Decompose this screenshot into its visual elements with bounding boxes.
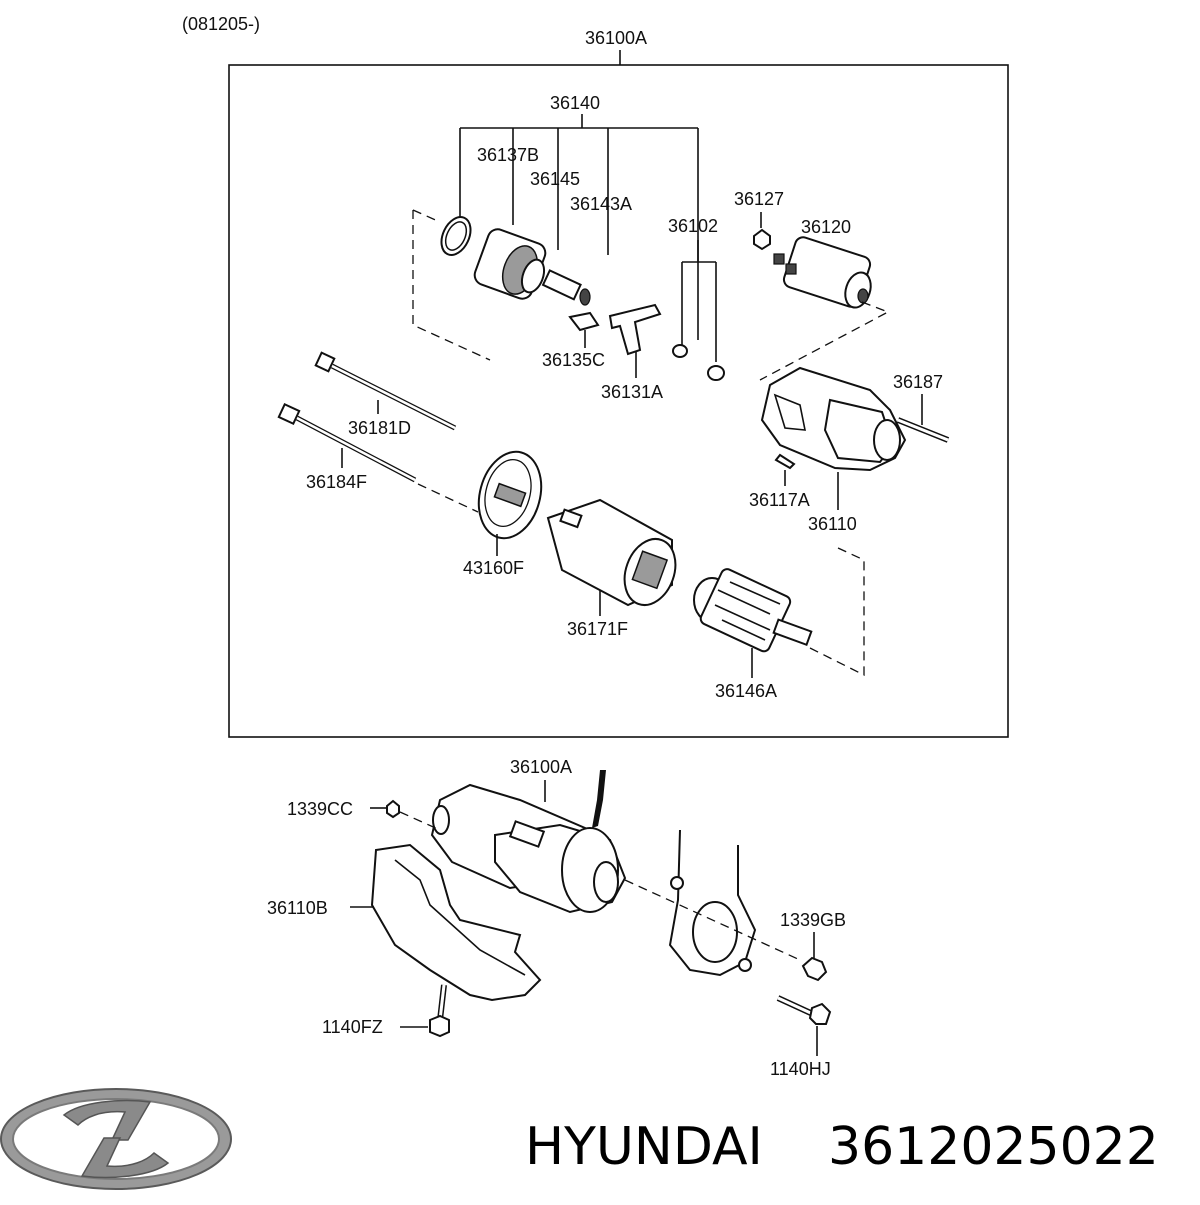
bolt-1140FZ-part bbox=[429, 984, 450, 1038]
callout-36110B: 36110B bbox=[267, 898, 328, 918]
arrow-mark bbox=[592, 770, 606, 828]
callout-1140FZ: 1140FZ bbox=[322, 1017, 383, 1037]
solenoid-part bbox=[773, 236, 872, 309]
o-ring bbox=[440, 216, 472, 256]
part-number: 3612025022 bbox=[828, 1117, 1159, 1177]
callout-1140HJ: 1140HJ bbox=[770, 1059, 831, 1079]
callout-36171F: 36171F bbox=[567, 619, 628, 639]
callout-36117A: 36117A bbox=[749, 490, 810, 510]
callout-36146A: 36146A bbox=[715, 681, 777, 701]
callout-1339GB: 1339GB bbox=[780, 910, 846, 930]
callout-36100A-top: 36100A bbox=[585, 28, 647, 48]
plug-part bbox=[672, 344, 688, 358]
callout-36135C: 36135C bbox=[542, 350, 605, 370]
callout-36127: 36127 bbox=[734, 189, 784, 209]
callout-36102: 36102 bbox=[668, 216, 718, 236]
stop-ring-part bbox=[568, 311, 600, 332]
nut-1339GB-part bbox=[801, 956, 828, 982]
callout-36110: 36110 bbox=[808, 514, 857, 534]
callout-43160F: 43160F bbox=[463, 558, 524, 578]
callout-36181D: 36181D bbox=[348, 418, 411, 438]
nut-part bbox=[753, 228, 771, 251]
armature-part bbox=[693, 568, 813, 653]
rear-cover-part bbox=[477, 450, 543, 540]
hyundai-logo-icon bbox=[0, 1088, 232, 1190]
nut-1339CC-part bbox=[386, 799, 400, 819]
callout-36100A-lower: 36100A bbox=[510, 757, 572, 777]
bolt-1140HJ-part bbox=[776, 995, 832, 1025]
through-bolt-36181D-part bbox=[314, 351, 457, 431]
starter-assembly-part bbox=[430, 783, 627, 914]
screw-36117A-part bbox=[774, 453, 796, 470]
callout-36137B: 36137B bbox=[477, 145, 539, 165]
date-code: (081205-) bbox=[182, 14, 260, 34]
heat-shield-part bbox=[370, 843, 542, 1002]
shift-lever-part bbox=[608, 303, 662, 356]
seal-part bbox=[707, 365, 725, 381]
exploded-view-frame bbox=[228, 64, 1009, 738]
callout-36187: 36187 bbox=[893, 372, 943, 392]
front-housing-part bbox=[760, 366, 907, 472]
callout-1339CC: 1339CC bbox=[287, 799, 353, 819]
callout-36131A: 36131A bbox=[601, 382, 663, 402]
yoke-housing-part bbox=[546, 498, 677, 607]
through-bolt-36184F-part bbox=[277, 402, 417, 483]
callout-36120: 36120 bbox=[801, 217, 851, 237]
callout-36184F: 36184F bbox=[306, 472, 367, 492]
bolt-36187-part bbox=[896, 417, 950, 443]
brand-name: HYUNDAI bbox=[525, 1117, 763, 1177]
callout-36140: 36140 bbox=[550, 93, 600, 113]
overrunning-clutch-part bbox=[473, 228, 591, 306]
callout-36143A: 36143A bbox=[570, 194, 632, 214]
callout-36145: 36145 bbox=[530, 169, 580, 189]
